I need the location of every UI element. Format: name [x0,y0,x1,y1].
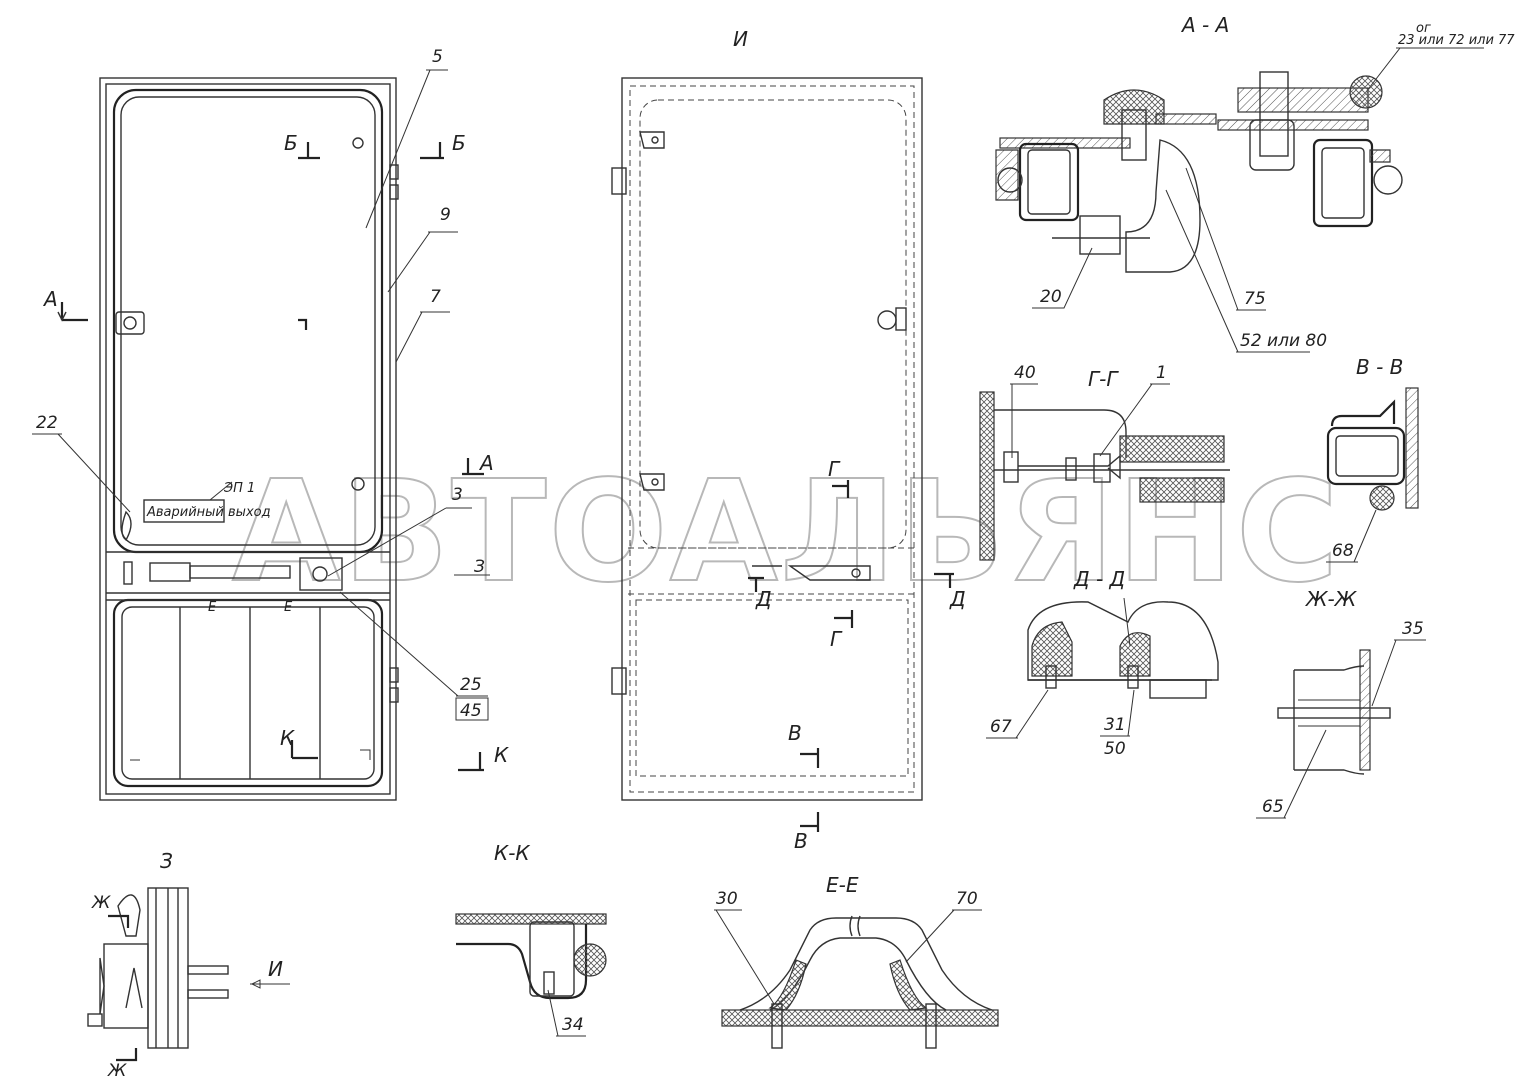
callout-75: 75 [1244,289,1266,309]
callout-23-72-77: 23 или 72 или 77 [1398,33,1515,48]
main-callouts: 5 9 7 22 3 25 45 [32,47,489,721]
callout-65: 65 [1262,797,1284,817]
section-k-k-title: К-К [494,841,530,865]
section-a-a-title: А - А [1180,13,1229,37]
view-i-cut-markers: Г Д Д Г В В [748,457,966,853]
main-door-view: Аварийный выход ЭП 1 Е Е [99,77,399,801]
cut-d-right: Д [949,587,966,611]
callout-1: 1 [1156,363,1167,383]
watermark: АВТОАЛЬЯНС [232,451,1341,614]
cut-a-left: А [42,287,58,311]
cut-i-arrow: И [268,957,283,981]
section-e-e: Е-Е 30 70 [714,873,999,1049]
callout-9: 9 [440,205,451,225]
view-i-title: И [733,27,748,51]
callout-22: 22 [36,413,58,433]
section-v-v: В - В 68 [1326,355,1419,563]
cut-d-left: Д [755,587,772,611]
cut-k-right: К [494,743,509,767]
section-k-k: К-К 34 [455,841,607,1037]
view-z-title: З [160,849,173,873]
callout-34: 34 [562,1015,584,1035]
cut-g-upper: Г [828,457,841,481]
cut-a-center: А [478,451,494,475]
view-i: И [611,27,923,801]
callout-35: 35 [1402,619,1424,639]
cut-b-right: Б [452,131,466,155]
section-e-e-title: Е-Е [826,873,859,897]
cut-z-main: З [474,557,485,577]
callout-40: 40 [1014,363,1036,383]
callout-25: 25 [460,675,482,695]
cut-g-lower: Г [830,627,843,651]
sign-text: Аварийный выход [146,505,271,520]
cut-v-upper: В [788,721,802,745]
callout-7: 7 [430,287,441,307]
callout-67: 67 [990,717,1012,737]
cut-v-lower: В [794,829,808,853]
callout-52-80: 52 или 80 [1240,331,1327,351]
cut-b-left: Б [284,131,298,155]
section-a-a: А - А 23 или 72 или 77 ог 20 75 52 или 8… [995,13,1515,353]
cut-zh-lower: Ж [107,1061,127,1081]
section-g-g-title: Г-Г [1088,367,1119,391]
callout-or-mark: ог [1416,21,1431,36]
cut-zh-upper: Ж [91,893,111,913]
section-zh-zh-title: Ж-Ж [1304,587,1358,611]
section-d-d: Д - Д 67 31 50 [986,567,1219,759]
callout-50: 50 [1104,739,1126,759]
section-d-d-title: Д - Д [1073,567,1125,591]
callout-5: 5 [432,47,443,67]
callout-68: 68 [1332,541,1354,561]
section-zh-zh: Ж-Ж 35 65 [1256,587,1426,819]
callout-31: 31 [1104,715,1126,735]
callout-45: 45 [460,701,482,721]
callout-3: 3 [452,485,463,505]
callout-70: 70 [956,889,978,909]
sign-note: ЭП 1 [223,481,255,496]
callout-20: 20 [1040,287,1062,307]
main-cut-markers: А Б Б А З К К [42,131,509,772]
view-z: З Ж Ж И [87,849,290,1081]
cut-e-left: Е [208,600,217,615]
callout-30: 30 [716,889,738,909]
cut-e-right: Е [284,600,293,615]
section-g-g: Г-Г 40 1 [979,363,1230,561]
section-v-v-title: В - В [1356,355,1403,379]
